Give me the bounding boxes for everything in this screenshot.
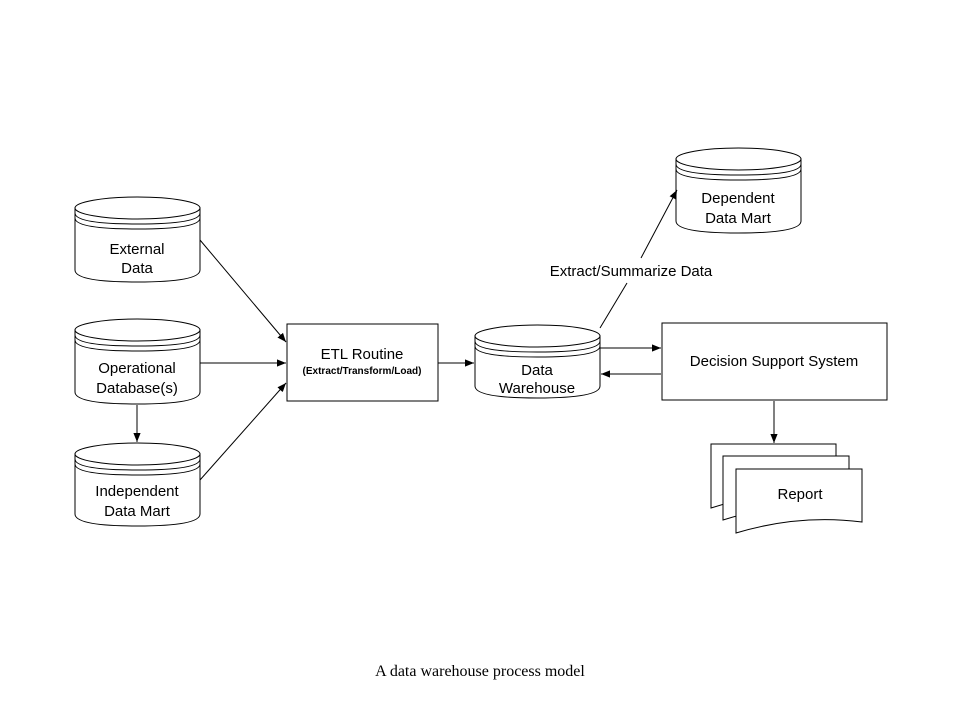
external-data-label-2: Data bbox=[121, 260, 153, 277]
dependent-data-mart-cylinder: Dependent Data Mart bbox=[675, 147, 802, 234]
operational-db-label-1: Operational bbox=[98, 360, 176, 377]
extract-summarize-label: Extract/Summarize Data bbox=[550, 263, 713, 280]
report-document-stack: Report bbox=[710, 443, 863, 534]
diagram-caption: A data warehouse process model bbox=[375, 663, 585, 680]
data-warehouse-label-2: Warehouse bbox=[499, 380, 575, 397]
dependent-mart-label-2: Data Mart bbox=[705, 210, 772, 227]
etl-routine-box: ETL Routine (Extract/Transform/Load) bbox=[286, 323, 439, 402]
independent-mart-label-1: Independent bbox=[95, 483, 179, 500]
dependent-mart-label-1: Dependent bbox=[701, 190, 775, 207]
etl-subtitle: (Extract/Transform/Load) bbox=[303, 366, 422, 377]
dss-label: Decision Support System bbox=[690, 353, 858, 370]
etl-title: ETL Routine bbox=[321, 346, 404, 363]
external-data-label-1: External bbox=[109, 241, 164, 258]
data-warehouse-label-1: Data bbox=[521, 362, 553, 379]
decision-support-system-box: Decision Support System bbox=[661, 322, 888, 401]
external-data-cylinder: External Data bbox=[74, 196, 201, 283]
edge-independent-to-etl bbox=[199, 382, 287, 481]
independent-data-mart-cylinder: Independent Data Mart bbox=[74, 442, 201, 527]
report-label: Report bbox=[777, 486, 823, 503]
edge-external-to-etl bbox=[199, 239, 287, 343]
edge-warehouse-to-dependent-lower bbox=[599, 282, 628, 329]
data-warehouse-cylinder: Data Warehouse bbox=[474, 324, 601, 399]
operational-db-label-2: Database(s) bbox=[96, 380, 178, 397]
edge-warehouse-to-dependent-upper bbox=[640, 189, 678, 259]
independent-mart-label-2: Data Mart bbox=[104, 503, 171, 520]
operational-database-cylinder: Operational Database(s) bbox=[74, 318, 201, 405]
